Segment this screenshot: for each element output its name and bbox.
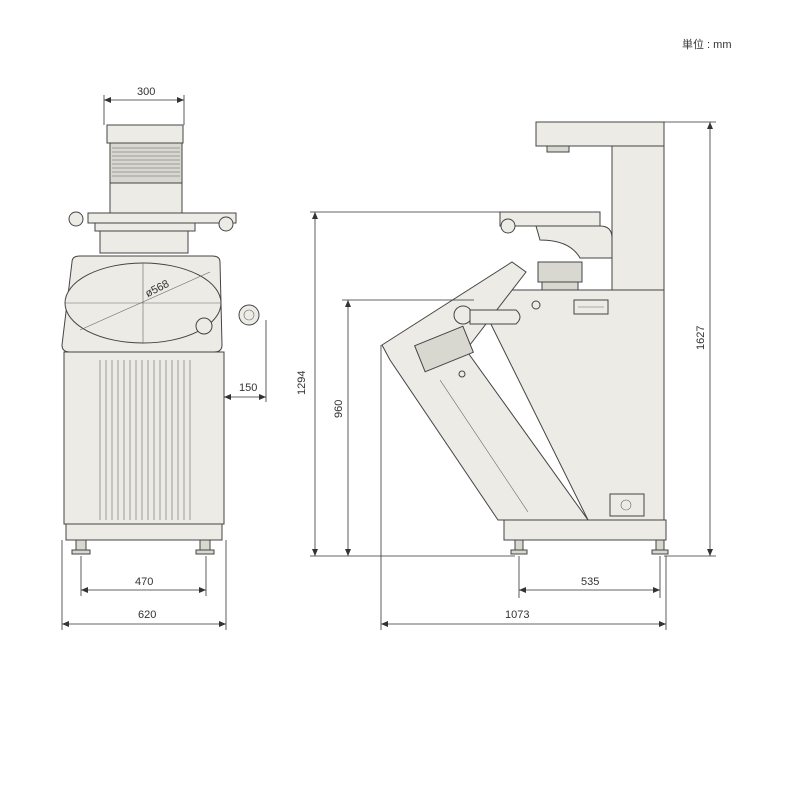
cabinet-base	[65, 523, 223, 541]
side-dimensions: 1294 960 1627 535 1073	[296, 121, 716, 630]
stage-plate	[87, 212, 237, 224]
dim-side-projection: 150	[239, 382, 257, 394]
side-stage-knob-icon	[500, 218, 516, 234]
side-foot-right	[655, 539, 665, 551]
dim-overall-depth: 1073	[505, 609, 529, 621]
dim-overall-width: 620	[138, 609, 156, 621]
screen-knob-icon	[195, 317, 213, 335]
lens-housing	[99, 230, 189, 254]
top-arm	[535, 121, 665, 147]
side-foot-left	[514, 539, 524, 551]
stage-knob-left-icon	[68, 211, 84, 227]
foot-left	[75, 539, 87, 551]
unit-label: 単位 : mm	[682, 37, 732, 51]
side-view	[381, 121, 669, 555]
dim-stage-height: 1294	[296, 371, 308, 395]
stage-knob-right-icon	[218, 216, 234, 232]
switch-box	[609, 493, 645, 517]
column	[611, 124, 665, 296]
slanted-hood	[381, 261, 589, 521]
stage-arm	[535, 225, 613, 259]
projection-head-neck	[109, 182, 183, 214]
dim-table-height: 960	[333, 400, 345, 418]
side-handle	[469, 309, 521, 325]
projection-head-vents	[109, 142, 183, 184]
side-knob-icon	[453, 305, 473, 325]
control-panel	[413, 325, 475, 373]
dim-side-foot-span: 535	[581, 576, 599, 588]
dim-overall-height: 1627	[695, 326, 707, 350]
micrometer-head-icon	[238, 304, 260, 326]
condenser-lens	[546, 145, 570, 153]
side-base	[503, 519, 667, 541]
stage-base	[94, 222, 196, 232]
dim-foot-span: 470	[135, 576, 153, 588]
projection-head-top	[106, 124, 184, 144]
cabinet	[63, 351, 225, 525]
dim-top-width: 300	[137, 86, 155, 98]
projection-lens	[537, 261, 583, 283]
foot-right	[199, 539, 211, 551]
front-view	[61, 124, 260, 555]
